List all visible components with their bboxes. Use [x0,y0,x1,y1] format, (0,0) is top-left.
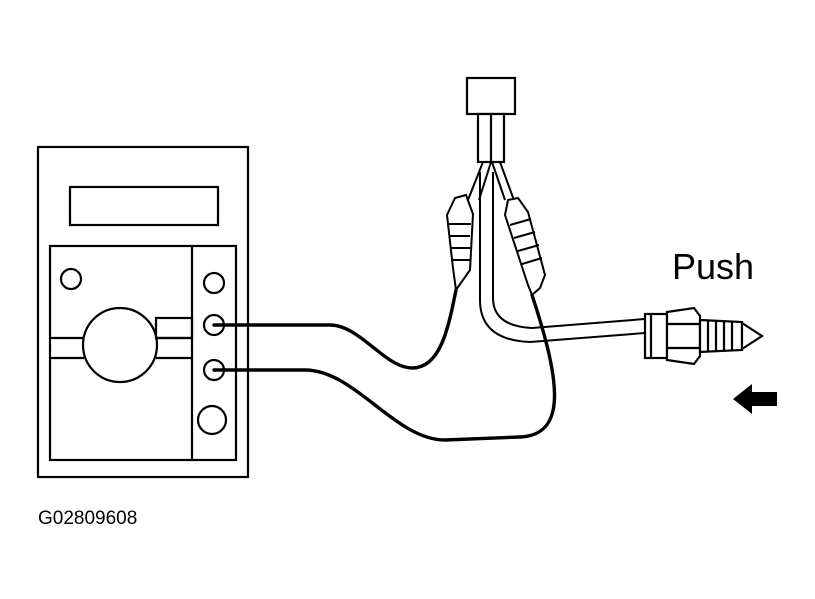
meter-body [36,145,250,479]
test-lead-1 [212,288,458,370]
connector-head [465,76,517,116]
jack-top [202,271,226,295]
multimeter-icon [36,145,250,479]
connector-icon [465,76,517,206]
test-lead-2 [212,293,557,442]
probe-left [445,193,475,293]
arrow-left-icon [733,384,777,414]
meter-display [68,185,220,227]
figure-code: G02809608 [38,508,137,529]
meter-small-hole [59,267,83,291]
jack-large [196,404,228,436]
test-leads [212,288,557,442]
selector-knob [81,306,159,384]
sensor-wire [479,172,646,344]
meter-panel [48,244,238,462]
probe-right [503,196,547,297]
sensor-icon [643,306,765,366]
push-label: Push [672,246,754,287]
